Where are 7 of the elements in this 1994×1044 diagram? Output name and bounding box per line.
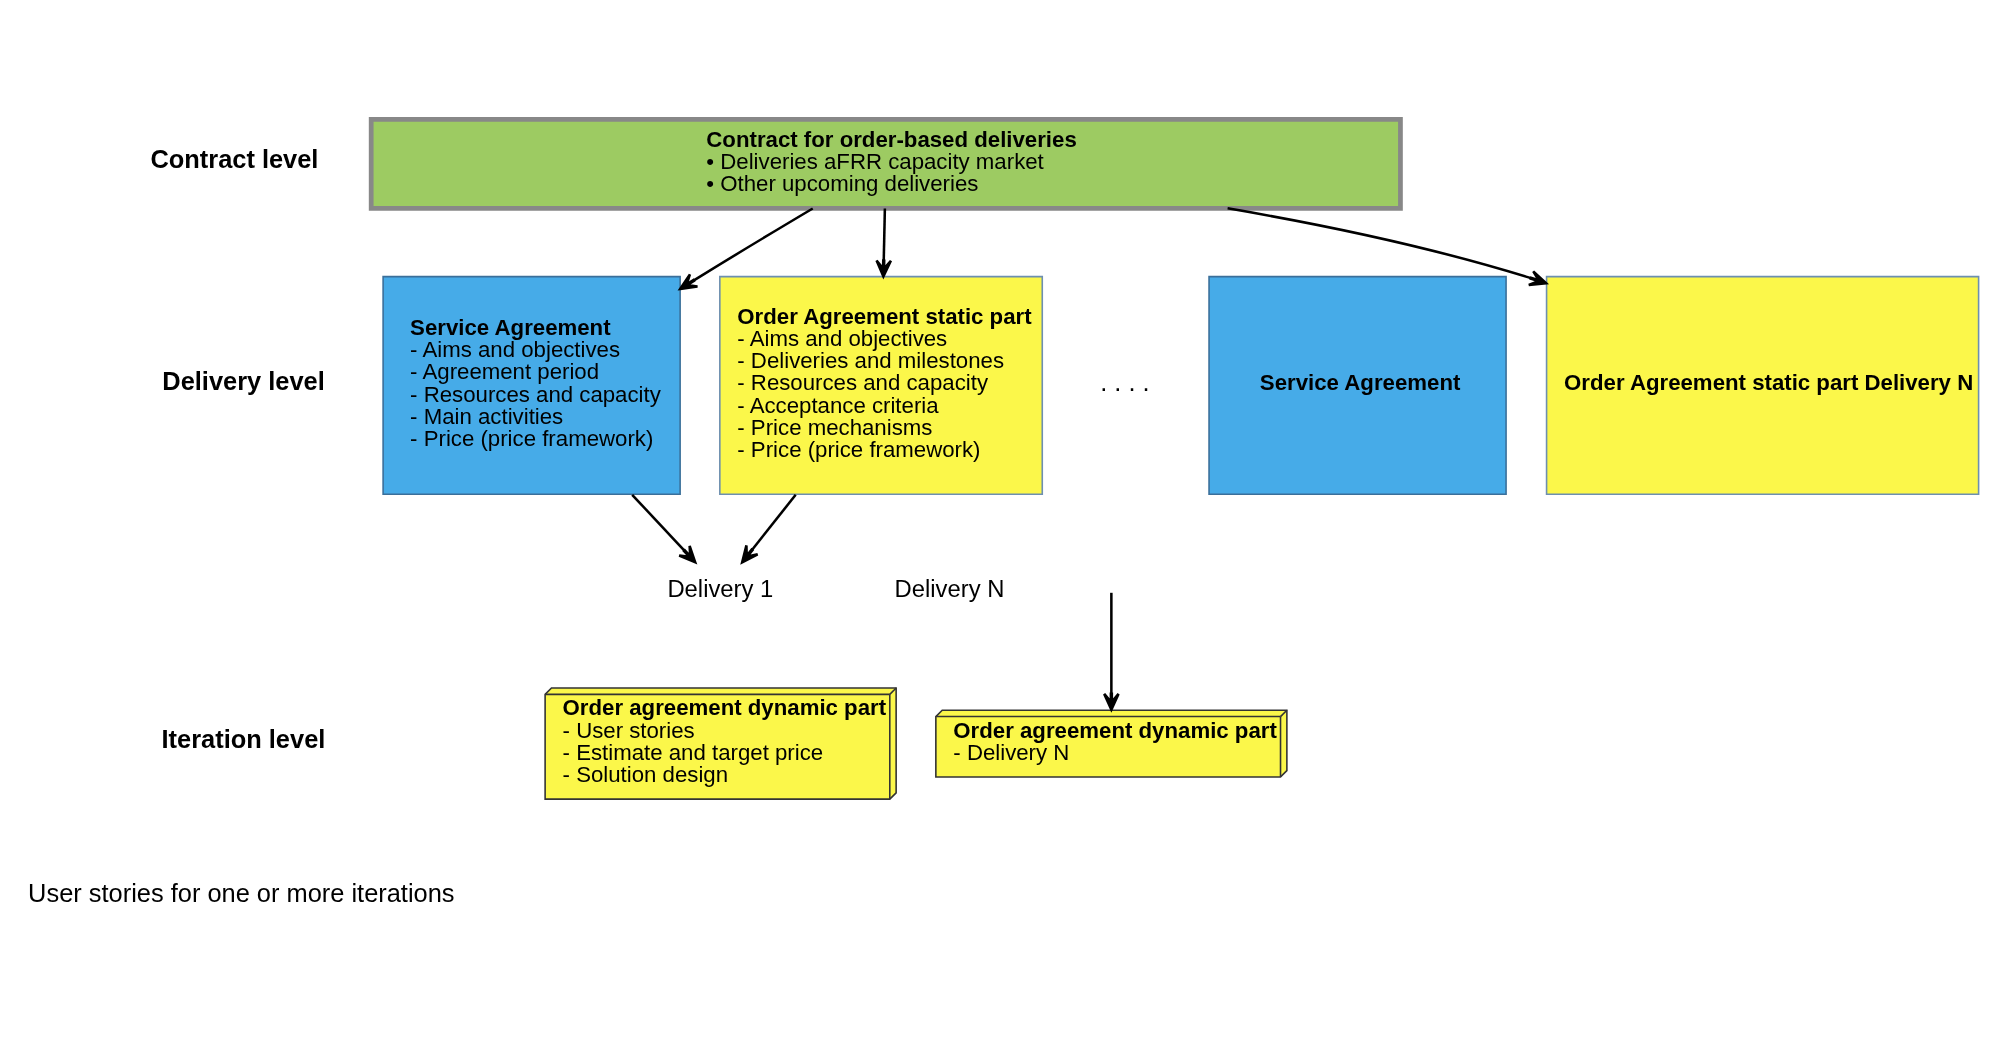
label: User stories for one or more iterations (28, 879, 455, 908)
node-text: Delivery N (894, 574, 1005, 602)
label: Iteration level (161, 725, 326, 754)
label: Delivery level (162, 366, 325, 395)
node-text: Delivery 1 (667, 574, 774, 602)
label: Contract level (150, 145, 319, 174)
label: . . . . (1100, 368, 1150, 397)
